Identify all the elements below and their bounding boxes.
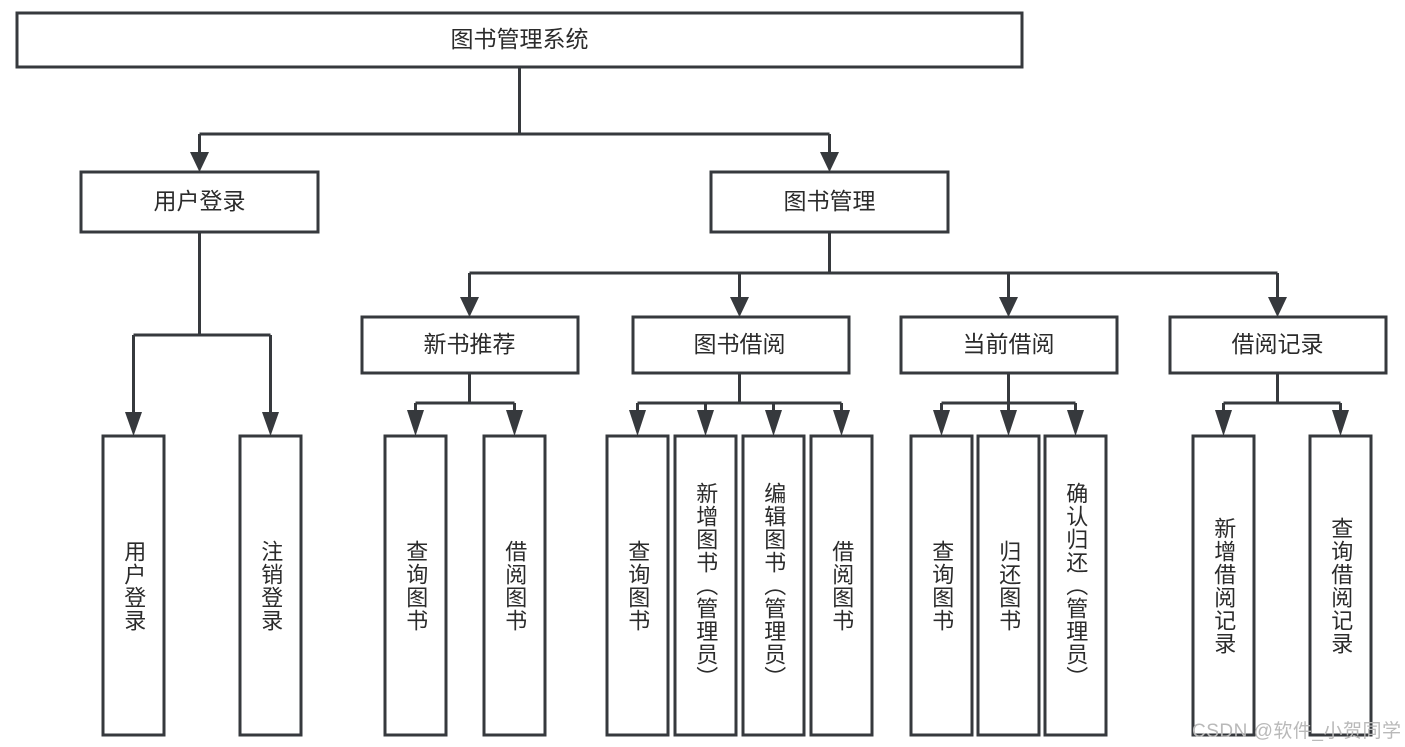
arrow-head-leaf-2 bbox=[262, 412, 279, 436]
arrow-head-current bbox=[999, 297, 1018, 317]
arrow-head-leaf-1 bbox=[125, 412, 142, 436]
node-box-leaf-5[interactable] bbox=[605, 434, 670, 737]
arrow-head-leaf-5 bbox=[629, 410, 646, 436]
arrow-head-new-book bbox=[460, 297, 479, 317]
node-box-new-book-recommend[interactable] bbox=[360, 315, 580, 375]
node-box-leaf-1[interactable] bbox=[101, 434, 166, 737]
arrow-head-book-manage bbox=[820, 152, 839, 172]
node-box-leaf-11[interactable] bbox=[1043, 434, 1108, 737]
arrow-head-borrow bbox=[730, 297, 749, 317]
node-box-leaf-6[interactable] bbox=[673, 434, 738, 737]
node-box-user-login[interactable] bbox=[79, 170, 320, 234]
node-box-leaf-7[interactable] bbox=[741, 434, 806, 737]
node-layer: 图书管理系统 用户登录 图书管理 新书推荐 图书借阅 当前借阅 借阅记录 bbox=[15, 11, 1388, 737]
node-box-leaf-9[interactable] bbox=[909, 434, 974, 737]
connector-layer bbox=[125, 67, 1349, 436]
node-label-borrow-record: 借阅记录 bbox=[1232, 331, 1324, 357]
node-box-book-borrow[interactable] bbox=[631, 315, 851, 375]
node-label-current-borrow: 当前借阅 bbox=[963, 331, 1055, 357]
arrow-head-leaf-3 bbox=[407, 410, 424, 436]
node-label-root: 图书管理系统 bbox=[451, 26, 589, 52]
node-box-current-borrow[interactable] bbox=[899, 315, 1119, 375]
node-box-book-manage[interactable] bbox=[709, 170, 950, 234]
arrow-head-leaf-9 bbox=[933, 410, 950, 436]
arrow-head-leaf-4 bbox=[506, 410, 523, 436]
arrow-head-leaf-11 bbox=[1067, 410, 1084, 436]
arrow-head-leaf-13 bbox=[1332, 410, 1349, 436]
node-box-leaf-13[interactable] bbox=[1308, 434, 1373, 737]
arrow-head-leaf-10 bbox=[1000, 410, 1017, 436]
node-box-borrow-record[interactable] bbox=[1168, 315, 1388, 375]
arrow-head-record bbox=[1268, 297, 1287, 317]
node-label-user-login: 用户登录 bbox=[154, 188, 246, 214]
node-box-leaf-3[interactable] bbox=[383, 434, 448, 737]
node-label-new-book-recommend: 新书推荐 bbox=[424, 331, 516, 357]
arrow-head-leaf-12 bbox=[1215, 410, 1232, 436]
node-box-leaf-2[interactable] bbox=[238, 434, 303, 737]
arrow-head-leaf-7 bbox=[765, 410, 782, 436]
arrow-head-user-login bbox=[190, 152, 209, 172]
node-box-leaf-4[interactable] bbox=[482, 434, 547, 737]
node-box-leaf-10[interactable] bbox=[976, 434, 1041, 737]
node-box-root[interactable] bbox=[15, 11, 1024, 69]
node-box-leaf-12[interactable] bbox=[1191, 434, 1256, 737]
watermark-text: CSDN @软件_小贺同学 bbox=[1192, 721, 1402, 742]
arrow-head-leaf-8 bbox=[833, 410, 850, 436]
arrow-head-leaf-6 bbox=[697, 410, 714, 436]
node-label-book-borrow: 图书借阅 bbox=[694, 331, 786, 357]
node-label-book-manage: 图书管理 bbox=[784, 188, 876, 214]
node-box-leaf-8[interactable] bbox=[809, 434, 874, 737]
